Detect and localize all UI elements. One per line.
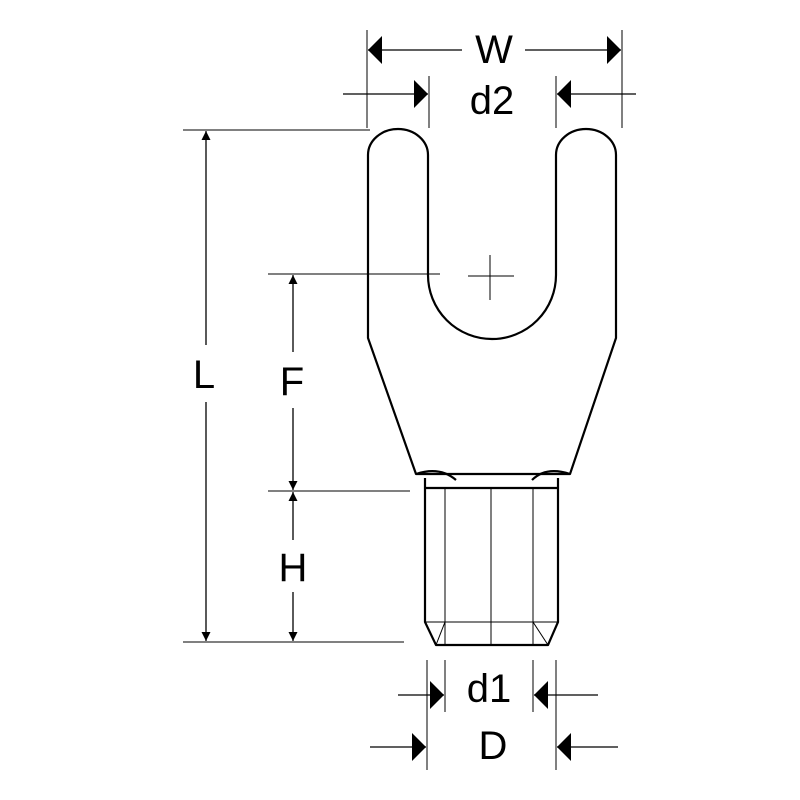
dimension-arrows <box>201 36 636 761</box>
label-d2: d2 <box>470 79 515 123</box>
barrel-chamfer-left <box>435 621 446 646</box>
left-shoulder-curve <box>415 469 457 481</box>
label-w: W <box>475 28 513 72</box>
barrel-outline <box>423 478 560 647</box>
label-f: F <box>280 360 304 404</box>
extension-lines <box>183 30 623 770</box>
terminal-body <box>366 127 618 647</box>
label-h: H <box>279 546 308 590</box>
barrel-chamfer-right <box>532 621 549 646</box>
right-shoulder-curve <box>531 469 571 481</box>
label-d1: d1 <box>467 667 512 711</box>
dimension-labels: W d2 L F H d1 D <box>193 28 514 768</box>
fork-outline <box>366 127 618 476</box>
label-d: D <box>479 724 508 768</box>
label-l: L <box>193 353 215 397</box>
